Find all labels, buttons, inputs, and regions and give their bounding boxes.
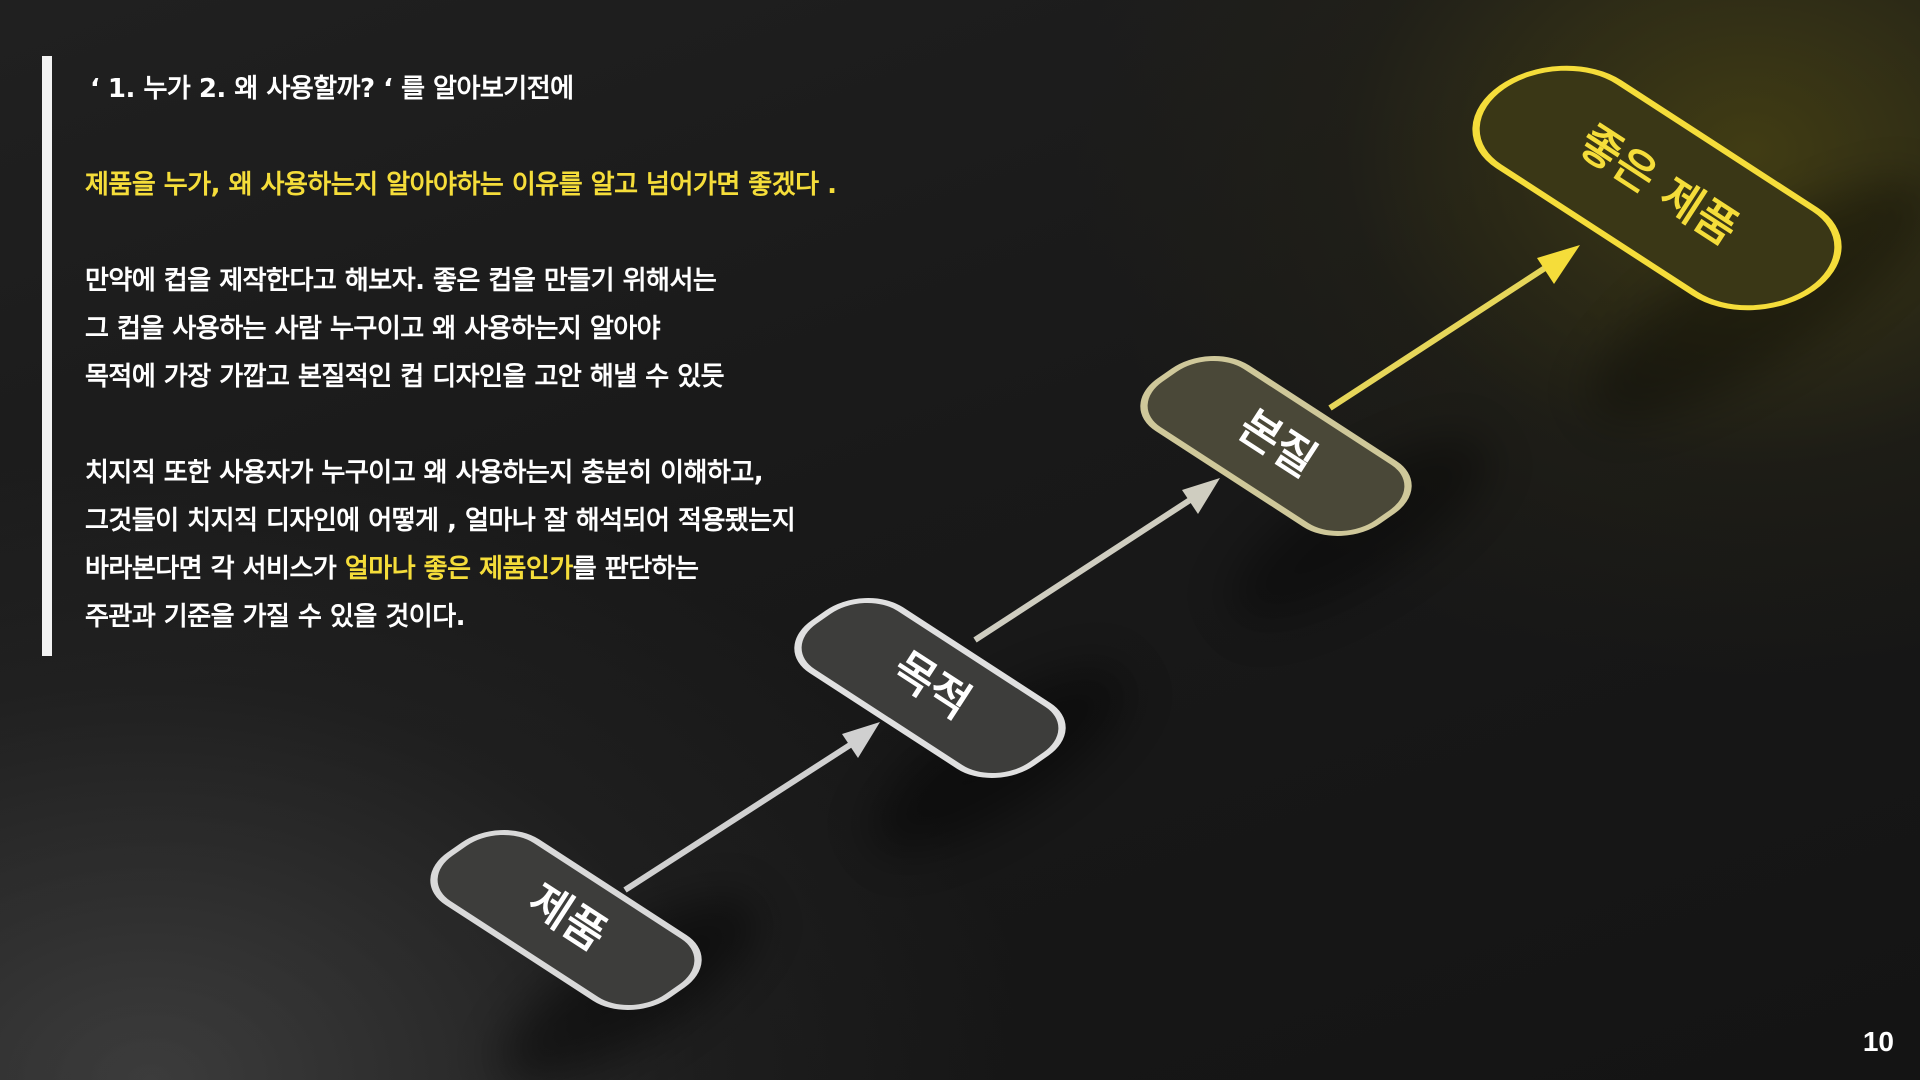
paragraph-line: 치지직 또한 사용자가 누구이고 왜 사용하는지 충분히 이해하고, — [85, 458, 764, 488]
arrow-1 — [623, 722, 880, 893]
arrow-2 — [973, 478, 1220, 643]
paragraph-text: 를 판단하는 — [572, 554, 699, 584]
arrowhead-icon — [1182, 478, 1220, 514]
arrowhead-icon — [842, 722, 880, 758]
paragraph-line-with-highlight: 바라본다면 각 서비스가 얼마나 좋은 제품인가를 판단하는 — [85, 548, 699, 585]
intro-question-line: ‘ 1. 누가 2. 왜 사용할까? ‘ 를 알아보기전에 — [90, 74, 574, 104]
arrowhead-icon — [1537, 245, 1580, 284]
highlight-text: 얼마나 좋은 제품인가 — [344, 554, 573, 584]
intro-highlight-line: 제품을 누가, 왜 사용하는지 알아야하는 이유를 알고 넘어가면 좋겠다 . — [85, 170, 837, 200]
paragraph-line: 그것들이 치지직 디자인에 어떻게 , 얼마나 잘 해석되어 적용됐는지 — [85, 506, 796, 536]
paragraph-line: 그 컵을 사용하는 사람 누구이고 왜 사용하는지 알아야 — [85, 314, 661, 344]
arrow-3 — [1328, 245, 1580, 411]
intro-text-block: ‘ 1. 누가 2. 왜 사용할까? ‘ 를 알아보기전에 제품을 누가, 왜 … — [42, 56, 922, 656]
paragraph-line: 주관과 기준을 가질 수 있을 것이다. — [85, 602, 466, 632]
page-number: 10 — [1862, 1026, 1894, 1057]
node-product — [430, 830, 702, 1010]
node-purpose — [794, 598, 1066, 778]
node-good-product — [1472, 65, 1842, 311]
paragraph-line: 목적에 가장 가깝고 본질적인 컵 디자인을 고안 해낼 수 있듯 — [85, 362, 725, 392]
node-essence — [1140, 356, 1412, 536]
paragraph-line: 만약에 컵을 제작한다고 해보자. 좋은 컵을 만들기 위해서는 — [85, 266, 717, 296]
paragraph-text: 바라본다면 각 서비스가 — [85, 554, 345, 584]
